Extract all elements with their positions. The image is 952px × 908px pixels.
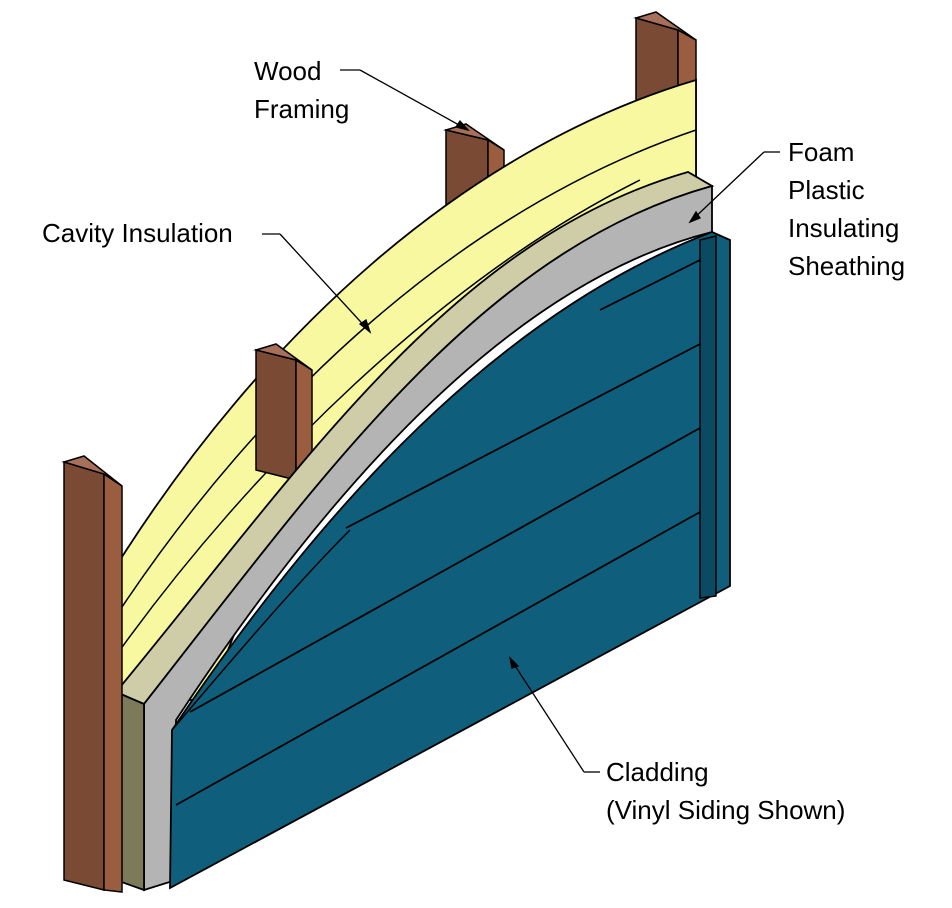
leader-lines (262, 69, 780, 773)
foam-sheathing-label-line3: Insulating (788, 213, 900, 243)
vinyl-siding-cladding (169, 231, 731, 890)
wood-framing-label-line2: Framing (254, 94, 350, 124)
cavity-insulation-label-line1: Cavity Insulation (42, 218, 233, 248)
cladding-label-line2: (Vinyl Siding Shown) (606, 795, 846, 825)
wood-stud-front-left (61, 455, 123, 893)
foam-sheathing-label: Foam Plastic Insulating Sheathing (788, 133, 905, 285)
wood-framing-label-line1: Wood (254, 56, 322, 86)
cladding-label: Cladding (Vinyl Siding Shown) (606, 753, 845, 829)
foam-sheathing-label-line2: Plastic (788, 175, 865, 205)
cladding-label-line1: Cladding (606, 757, 709, 787)
cavity-insulation-label: Cavity Insulation (42, 214, 233, 252)
foam-sheathing-label-line1: Foam (788, 137, 855, 167)
wood-framing-label: Wood Framing (254, 52, 349, 128)
foam-sheathing-label-line4: Sheathing (788, 251, 906, 281)
